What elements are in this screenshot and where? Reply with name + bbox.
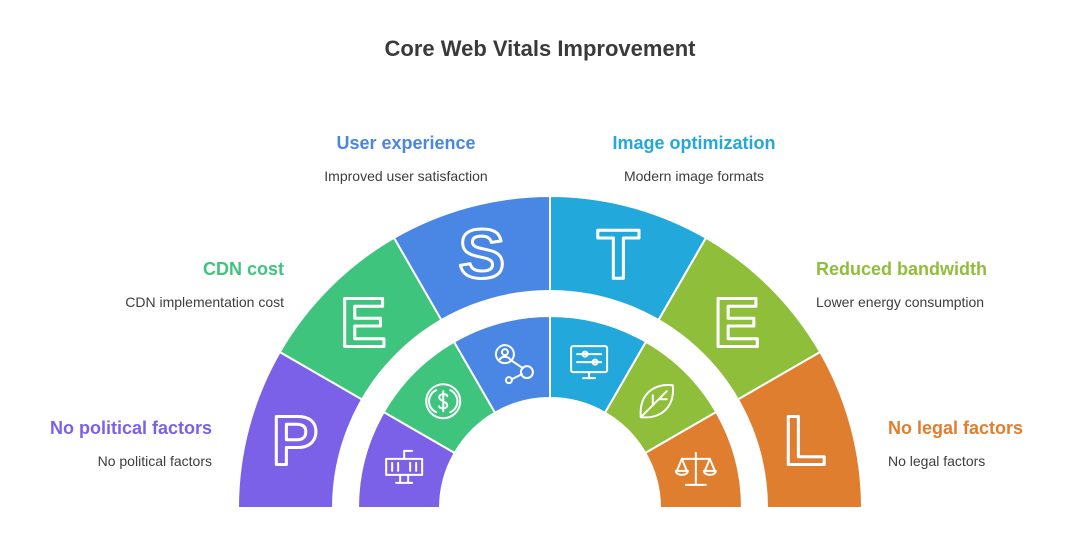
user-network-icon bbox=[494, 344, 534, 385]
label-economic: CDN cost CDN implementation cost bbox=[125, 259, 284, 310]
leaf-icon bbox=[639, 384, 674, 419]
label-legal-description: No legal factors bbox=[888, 453, 986, 469]
label-social-heading: User experience bbox=[336, 133, 476, 153]
inner-segment-legal bbox=[643, 410, 744, 509]
segment-letter-legal: L bbox=[784, 402, 827, 480]
label-political-description: No political factors bbox=[97, 453, 212, 469]
diagram-title: Core Web Vitals Improvement bbox=[384, 36, 696, 61]
segment-letter-political: P bbox=[272, 402, 319, 480]
label-political-heading: No political factors bbox=[49, 418, 212, 438]
label-social: User experience Improved user satisfacti… bbox=[306, 133, 506, 184]
label-political: No political factors No political factor… bbox=[50, 418, 212, 469]
label-technological-heading: Image optimization bbox=[612, 133, 776, 153]
segment-letter-technological: T bbox=[597, 215, 640, 293]
scales-icon bbox=[674, 451, 717, 486]
label-economic-heading: CDN cost bbox=[202, 259, 284, 279]
label-economic-description: CDN implementation cost bbox=[125, 294, 284, 310]
label-legal-heading: No legal factors bbox=[888, 418, 1024, 438]
label-environmental: Reduced bandwidth Lower energy consumpti… bbox=[816, 259, 987, 310]
label-technological: Image optimization Modern image formats bbox=[594, 133, 794, 184]
label-environmental-heading: Reduced bandwidth bbox=[816, 259, 987, 279]
label-environmental-description: Lower energy consumption bbox=[816, 294, 985, 310]
label-technological-description: Modern image formats bbox=[623, 168, 765, 184]
monitor-settings-icon bbox=[570, 345, 609, 380]
segment-letter-environmental: E bbox=[713, 283, 760, 361]
dollar-coin-icon bbox=[425, 383, 462, 420]
segment-letter-economic: E bbox=[340, 283, 387, 361]
government-building-icon bbox=[385, 449, 424, 484]
icon-layer bbox=[385, 344, 717, 486]
label-legal: No legal factors No legal factors bbox=[888, 418, 1023, 469]
label-social-description: Improved user satisfaction bbox=[324, 168, 488, 184]
ring-separator bbox=[332, 290, 768, 509]
segment-letter-social: S bbox=[458, 215, 505, 293]
